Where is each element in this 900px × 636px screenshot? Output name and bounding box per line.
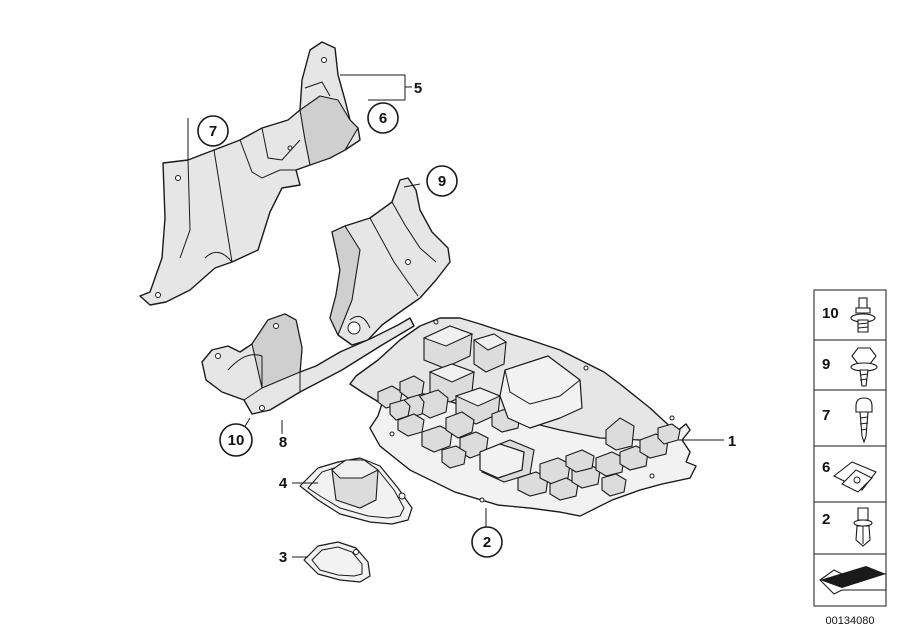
callout-4: 4: [279, 475, 288, 492]
fastener-legend: 10 9 7 6 2: [813, 289, 887, 627]
clip-nut-icon: [832, 461, 877, 493]
callout-7: 7: [197, 115, 229, 147]
legend-box-2: [813, 501, 887, 555]
callout-5: 5: [414, 80, 422, 97]
svg-text:7: 7: [209, 123, 217, 140]
svg-text:5: 5: [414, 80, 422, 97]
svg-text:2: 2: [822, 511, 830, 528]
underbody-shield-part[interactable]: [349, 317, 697, 517]
shield-pad-group: [377, 325, 681, 501]
svg-text:8: 8: [279, 434, 287, 451]
svg-text:1: 1: [728, 433, 736, 450]
callout-10: 10: [219, 423, 253, 457]
arrow-direction-icon: [819, 566, 887, 595]
tapping-screw-icon: [855, 397, 873, 444]
callout-8: 8: [279, 434, 287, 451]
callout-1: 1: [728, 433, 736, 450]
svg-text:7: 7: [822, 407, 830, 424]
callout-2: 2: [471, 526, 503, 558]
gasket-part[interactable]: [303, 541, 371, 583]
svg-text:3: 3: [279, 549, 287, 566]
svg-text:6: 6: [822, 459, 830, 476]
push-rivet-icon: [853, 507, 873, 547]
center-panel-part[interactable]: [329, 177, 451, 346]
dome-cover-part[interactable]: [299, 457, 413, 525]
svg-text:10: 10: [228, 432, 245, 449]
callout-6: 6: [367, 102, 399, 134]
hex-collar-screw-icon: [850, 347, 878, 387]
lower-bracket-part[interactable]: [201, 313, 415, 415]
svg-text:2: 2: [483, 534, 491, 551]
reference-number: 00134080: [826, 615, 875, 627]
side-panel-part[interactable]: [139, 41, 361, 306]
callout-9: 9: [426, 165, 458, 197]
callout-3: 3: [279, 549, 287, 566]
legend-box-10: [813, 289, 887, 341]
svg-text:9: 9: [438, 173, 446, 190]
svg-text:6: 6: [379, 110, 387, 127]
svg-text:4: 4: [279, 475, 288, 492]
svg-text:10: 10: [822, 305, 839, 322]
svg-text:9: 9: [822, 356, 830, 373]
bolt-with-washer-icon: [850, 297, 876, 333]
leader-lines: [187, 74, 724, 558]
